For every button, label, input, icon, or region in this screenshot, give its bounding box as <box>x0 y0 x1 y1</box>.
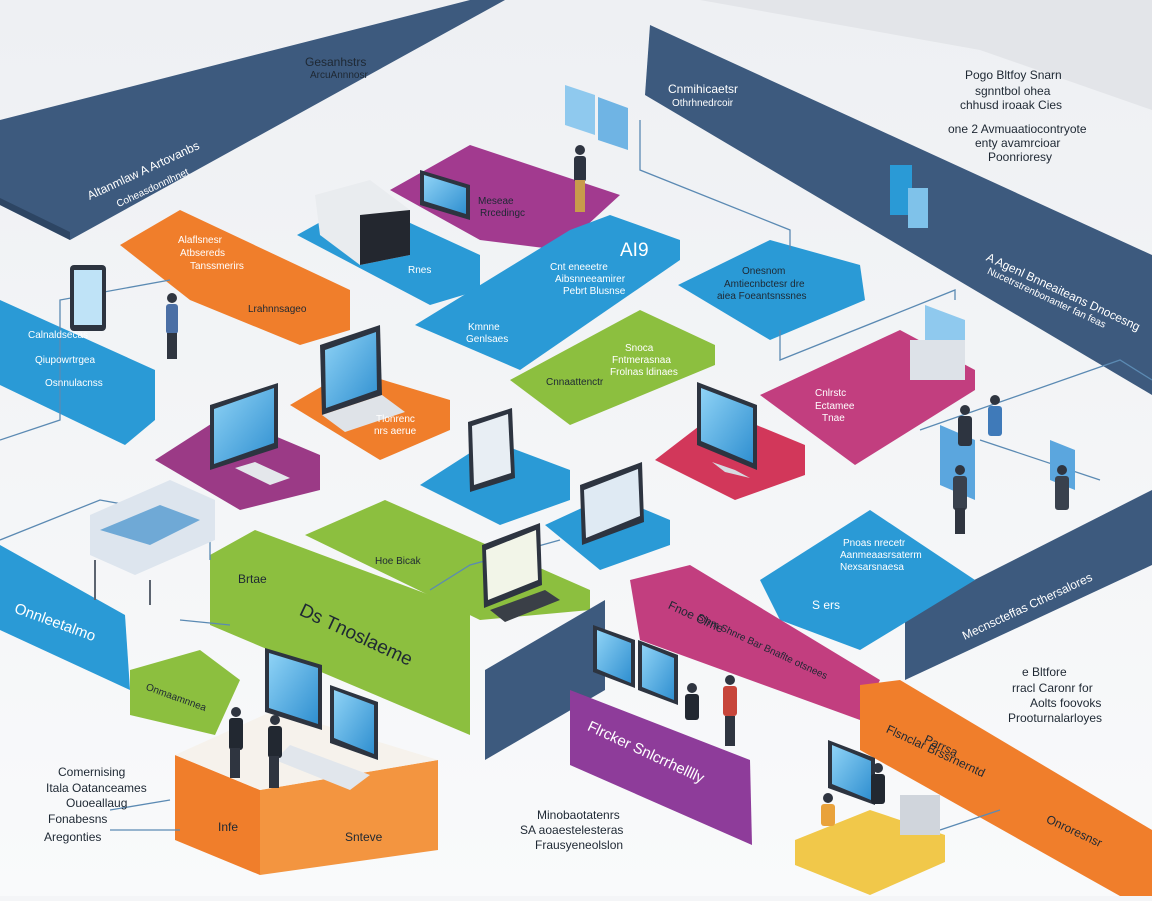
tile-magenta-top <box>390 145 620 250</box>
note-top-right-line-2: sgnntbol ohea <box>975 84 1051 98</box>
monitor-left <box>210 383 290 485</box>
tile-blue-center-b-line-2: Genlsaes <box>466 334 509 345</box>
note-bottom-left-line-2: Itala Oatanceames <box>46 781 147 795</box>
wall-purple-bottom <box>570 690 752 845</box>
tile-red-line-2: Ectamee <box>815 401 855 412</box>
tile-blue-small-line-2: Aanmeaasrsaterm <box>840 550 922 561</box>
monitor-right <box>697 382 757 478</box>
tile-orange-left-line-1: Alaflsnesr <box>178 235 222 246</box>
tile-blue-right <box>678 240 865 340</box>
banner-top-left-subtitle: ArcuAnnnosr <box>310 70 368 81</box>
tile-orange-left-line-2: Atbsereds <box>180 248 226 259</box>
phone-top-left <box>70 265 106 331</box>
banner-top-center-title: Cnmihicaetsr <box>668 82 739 96</box>
tile-red-line-3: Tnae <box>822 413 845 424</box>
note-bottom-center-line-2: SA aoaestelesteras <box>520 823 624 837</box>
banner-left-wall-line-2: Qiupowrtrgea <box>35 355 96 366</box>
wall-green-big <box>210 530 470 735</box>
tile-blue-top-label: Rnes <box>408 265 432 276</box>
tile-orange-mid-line-2: nrs aerue <box>374 426 417 437</box>
banner-top-center-subtitle: Othrhnedrcoir <box>672 98 734 109</box>
monitor-bottom-right <box>828 740 940 835</box>
note-top-right-line-5: enty avamrcioar <box>975 136 1061 150</box>
banner-left-wall <box>0 300 155 445</box>
tile-red-line-1: Cnlrstc <box>815 388 847 399</box>
tile-green-small-label: Hoe Bicak <box>375 556 421 567</box>
tile-blue-center-big: AI9 <box>620 240 649 261</box>
box-orange-left-label: Infe <box>218 820 239 834</box>
note-bottom-center-line-1: Minobaotatenrs <box>537 808 620 822</box>
tile-orange-left-line-3: Tanssmerirs <box>190 261 244 272</box>
monitors-bottom-center <box>593 625 678 705</box>
note-bottom-left-line-5: Aregonties <box>44 830 102 844</box>
panel-top-right <box>890 165 928 228</box>
panel-navy-center <box>485 600 605 760</box>
connector-lines <box>0 120 1152 831</box>
note-right-mid-line-1: e Bltfore <box>1022 665 1067 679</box>
box-orange-right-label: Snteve <box>345 830 383 844</box>
wall-green-line-1: Brtae <box>238 572 267 586</box>
banner-left-wall-line-3: Osnnulacnss <box>45 378 103 389</box>
tile-green-line-3: Frolnas ldinaes <box>610 367 678 378</box>
tile-orange-mid-line-1: Tlonrenc <box>376 414 415 425</box>
tile-blue-center-line-2: Aibsnneeamirer <box>555 274 626 285</box>
tile-green-line-1: Snoca <box>625 343 654 354</box>
people <box>166 145 1069 826</box>
banner-top-left-title: Gesanhstrs <box>305 55 367 69</box>
note-bottom-center-line-3: Frausyeneolslon <box>535 838 624 852</box>
tile-magenta-top-line-1: Meseae <box>478 196 514 207</box>
banner-right-navy <box>905 490 1152 680</box>
note-bottom-left-line-3: Ouoeallaug <box>66 796 128 810</box>
tile-green-line-2: Fntmerasnaa <box>612 355 671 366</box>
banner-left-wall-line-1: Calnaldsecas <box>28 330 89 341</box>
tile-blue-small-label-b: S ers <box>812 598 841 612</box>
note-right-mid-line-4: Prooturnalarloyes <box>1008 711 1103 725</box>
tablet-center <box>468 408 515 492</box>
tile-blue-right-line-2: Amtiecnbctesr dre <box>724 279 805 290</box>
monitor-small-center <box>580 462 644 545</box>
server-top <box>315 180 410 265</box>
tile-blue-right-line-1: Onesnom <box>742 266 786 277</box>
note-right-mid-line-2: rracl Caronr for <box>1012 681 1093 695</box>
monitor-bottom-center <box>482 523 560 622</box>
tile-blue-right-line-3: aiea Foeantsnssnes <box>717 291 807 302</box>
note-right-mid-line-3: Aolts foovoks <box>1030 696 1102 710</box>
note-top-right-line-1: Pogo Bltfoy Snarn <box>965 68 1062 82</box>
note-bottom-left-line-4: Fonabesns <box>48 812 108 826</box>
tile-green-label-b: Cnnaattenctr <box>546 377 604 388</box>
tile-magenta-top-line-2: Rrcedingc <box>480 208 526 219</box>
wall-green-bottom <box>130 650 240 735</box>
laptop-center <box>320 325 405 432</box>
workstations-left <box>90 480 215 605</box>
tile-orange-left <box>120 210 350 345</box>
note-top-right-line-6: Poonrioresy <box>988 150 1053 164</box>
top-grey-slab <box>700 0 1152 110</box>
tile-blue-small-line-3: Nexsarsnaesa <box>840 562 904 573</box>
tile-green-center <box>510 310 715 425</box>
tile-magenta-left <box>155 415 320 510</box>
banner-top-left <box>0 0 505 240</box>
note-bottom-left-line-1: Comernising <box>58 765 126 779</box>
screens-top <box>420 85 628 220</box>
tile-blue-center-line-1: Cnt eneeetre <box>550 262 608 273</box>
monitors-bottom-left <box>265 648 378 790</box>
wall-orange-right <box>860 680 1152 896</box>
banner-right-blue <box>760 510 975 650</box>
note-top-right-line-3: chhusd iroaak Cies <box>960 98 1063 112</box>
tile-blue-center-line-3: Pebrt Blusnse <box>563 286 626 297</box>
tile-orange-left-label: Lrahnnsageo <box>248 304 307 315</box>
tile-blue-small-line-1: Pnoas nrecetr <box>843 538 906 549</box>
note-top-right-line-4: one 2 Avmuaatiocontryote <box>948 122 1087 136</box>
tile-blue-center-b-line-1: Kmnne <box>468 322 500 333</box>
banner-left-blue-bottom <box>0 545 130 690</box>
wall-magenta-bottom <box>630 565 880 720</box>
tile-blue-center <box>415 215 680 370</box>
